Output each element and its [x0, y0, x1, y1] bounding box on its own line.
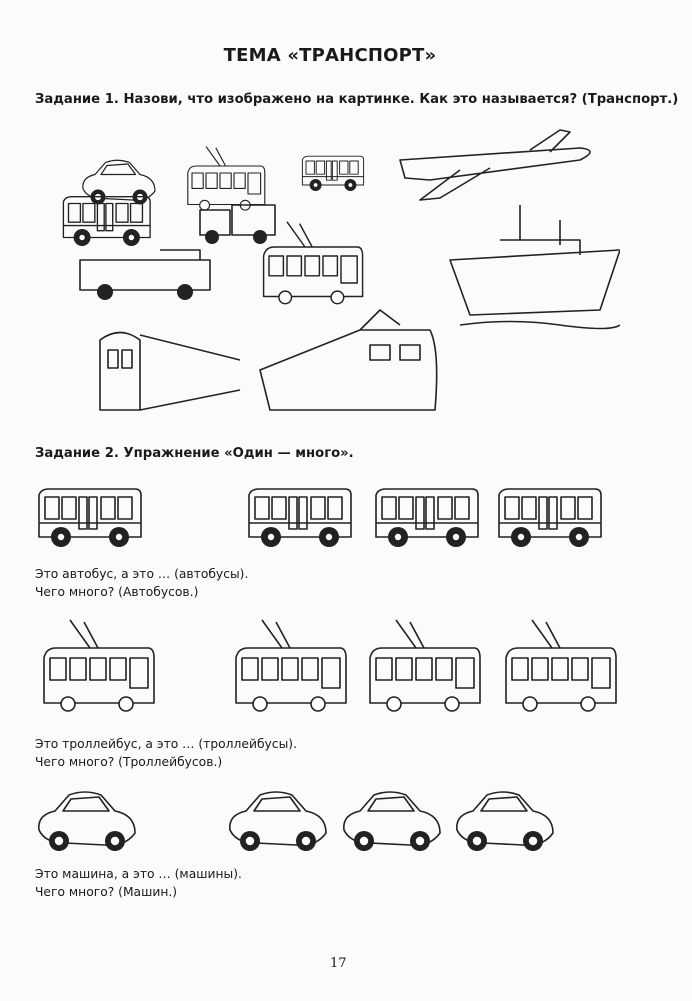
page-number: 17: [330, 956, 347, 971]
bus-icon: [248, 488, 352, 548]
minibus-illustration: [301, 155, 365, 192]
trolleybus-text: Это троллейбус, а это … (троллейбусы). Ч…: [35, 737, 297, 769]
truck-illustration: [199, 204, 276, 244]
metro-train-illustration: [99, 331, 241, 411]
car-illustration: [82, 159, 156, 206]
car-icon: [455, 791, 554, 852]
transport-illustration: [62, 129, 620, 411]
bus-row: [38, 488, 602, 548]
bus-text: Это автобус, а это … (автобусы). Чего мн…: [35, 567, 249, 599]
electric-train-illustration: [259, 309, 438, 411]
trolleybus-single-icon: [43, 619, 155, 712]
task1-heading: Задание 1. Назови, что изображено на кар…: [35, 92, 679, 107]
car-single-icon: [37, 791, 136, 852]
bus-icon: [375, 488, 479, 548]
airplane-illustration: [399, 129, 591, 201]
ship-illustration: [449, 205, 620, 330]
car-icon: [342, 791, 441, 852]
bus-illustration: [62, 196, 151, 247]
car-text: Это машина, а это … (машины). Чего много…: [35, 867, 242, 899]
task2-heading: Задание 2. Упражнение «Один — много».: [35, 446, 354, 461]
fire-truck-illustration: [79, 249, 211, 300]
tram-illustration: [187, 145, 266, 211]
page-title: ТЕМА «ТРАНСПОРТ»: [223, 45, 437, 66]
trolleybus-icon: [235, 619, 347, 712]
bus-single-icon: [38, 488, 142, 548]
trolleybus-row: [43, 619, 617, 712]
trolleybus-icon: [369, 619, 481, 712]
trolleybus-illustration: [262, 221, 364, 305]
car-icon: [229, 791, 327, 852]
bus-icon: [498, 488, 602, 548]
car-row: [37, 791, 554, 852]
trolleybus-icon: [505, 619, 617, 712]
